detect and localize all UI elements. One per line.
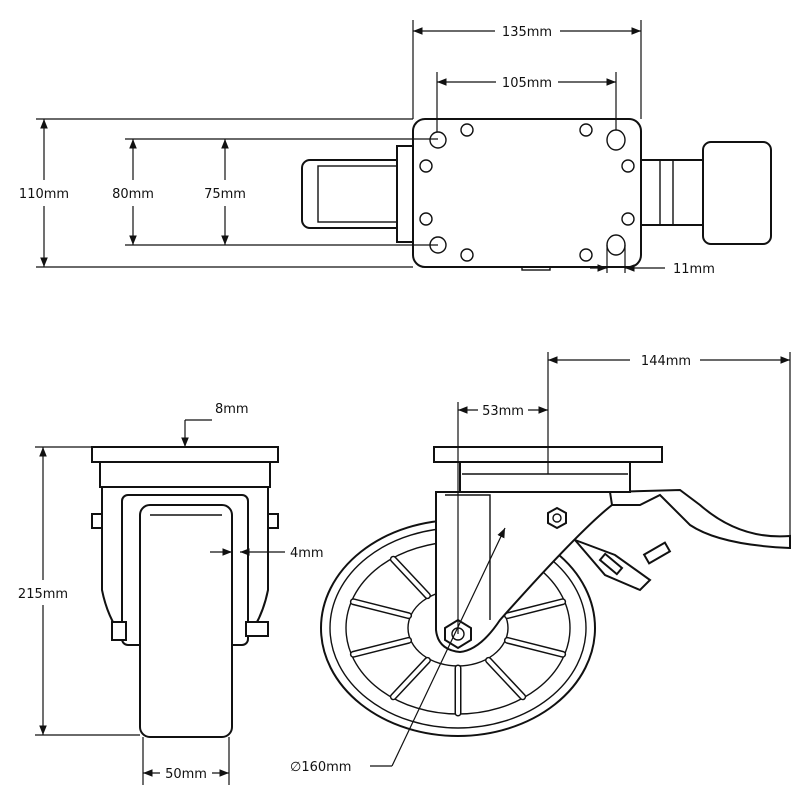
wheel-spoke (391, 658, 430, 699)
front-wheel (139, 504, 233, 738)
dim-height: 215mm (18, 587, 68, 602)
side-fork (435, 491, 614, 654)
wheel-spoke (486, 658, 525, 699)
brake-stem-top (640, 159, 704, 226)
front-swivel (99, 461, 271, 488)
wheel-spoke (351, 638, 411, 657)
wheel-spoke (505, 638, 565, 657)
wheel-spoke (391, 557, 430, 598)
dim-bolt-spacing-y: 75mm (204, 187, 246, 202)
brake-pedal-top (702, 141, 772, 245)
dim-slot-spacing: 80mm (112, 187, 154, 202)
dim-bolt-hole: 11mm (673, 262, 715, 277)
front-view: 8mm 215mm 4mm 50mm (18, 402, 324, 785)
dim-fork-thickness: 4mm (290, 546, 324, 561)
dim-offset: 53mm (482, 404, 524, 419)
dim-wheel-diameter: ∅160mm (290, 760, 351, 775)
brake-pedal-side (593, 488, 791, 550)
side-view: 144mm 53mm ∅160mm (290, 352, 791, 775)
dim-bolt-spacing-x: 105mm (502, 76, 552, 91)
dim-wheel-width: 50mm (165, 767, 207, 782)
dim-overall-length: 144mm (641, 354, 691, 369)
dim-plate-depth: 110mm (19, 187, 69, 202)
front-plate (91, 446, 279, 463)
dim-plate-width: 135mm (502, 25, 552, 40)
wheel-spoke (505, 599, 565, 618)
top-view: 135mm 105mm 110mm 80mm 75mm 11mm (19, 20, 772, 277)
wheel-spoke (351, 599, 411, 618)
fork-bracket-top (396, 145, 414, 243)
dim-plate-thickness: 8mm (215, 402, 249, 417)
